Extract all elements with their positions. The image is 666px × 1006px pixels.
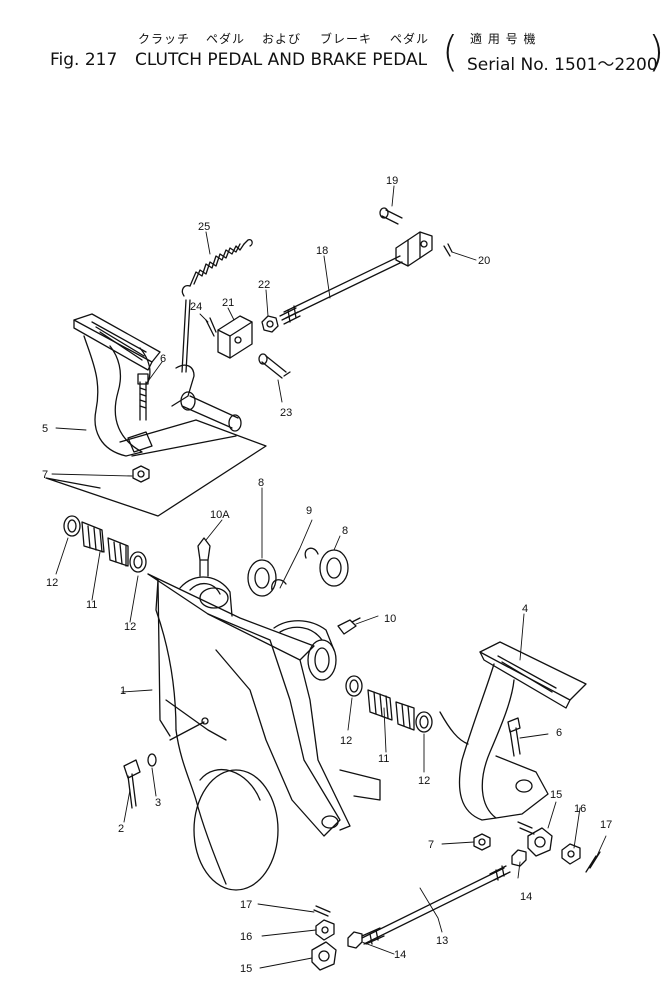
serial-range: Serial No. 1501～2200 bbox=[467, 55, 658, 75]
figure-number: Fig. 217 bbox=[50, 50, 118, 70]
close-paren: ) bbox=[648, 27, 665, 76]
callout-18: 18 bbox=[316, 245, 328, 257]
callout-6: 6 bbox=[556, 727, 562, 739]
needle-bearing bbox=[367, 689, 393, 721]
callout-21: 21 bbox=[222, 297, 234, 309]
brake-nut bbox=[473, 833, 491, 851]
callout-4: 4 bbox=[522, 603, 528, 615]
figure-title: CLUTCH PEDAL AND BRAKE PEDAL bbox=[135, 50, 428, 70]
callout-17: 17 bbox=[600, 819, 612, 831]
seal-ring bbox=[129, 551, 147, 573]
rod-end-nut bbox=[315, 843, 581, 941]
snap-ring bbox=[271, 547, 319, 591]
clutch-pedal-part bbox=[73, 313, 237, 457]
callout-12: 12 bbox=[124, 621, 136, 633]
callout-8: 8 bbox=[258, 477, 264, 489]
rod-pin bbox=[379, 207, 403, 225]
callout-10: 10 bbox=[384, 613, 396, 625]
needle-bearing bbox=[395, 701, 415, 731]
callout-19: 19 bbox=[386, 175, 398, 187]
callout-16: 16 bbox=[240, 931, 252, 943]
clutch-pedal-bracket-line bbox=[45, 419, 267, 517]
clevis-pin bbox=[258, 353, 291, 379]
callout-20: 20 bbox=[478, 255, 490, 267]
pedal-stop-bolt bbox=[507, 717, 521, 757]
needle-bearing bbox=[81, 521, 105, 553]
callout-16: 16 bbox=[574, 803, 586, 815]
clutch-pedal-shaft bbox=[180, 391, 242, 432]
lock-washer bbox=[147, 753, 157, 767]
rod-end-joint bbox=[311, 827, 553, 971]
return-spring bbox=[181, 238, 253, 373]
bracket-bolt bbox=[123, 759, 141, 809]
callout-15: 15 bbox=[550, 789, 562, 801]
jp-title-part: ペダル bbox=[390, 32, 430, 46]
callout-23: 23 bbox=[280, 407, 292, 419]
jp-title-part: クラッチ bbox=[138, 32, 191, 46]
callout-11: 11 bbox=[86, 599, 97, 611]
lock-nut bbox=[261, 315, 279, 333]
spring-clip bbox=[313, 851, 601, 917]
open-paren: ( bbox=[442, 27, 459, 76]
callout-11: 11 bbox=[378, 753, 389, 765]
thrust-washer bbox=[247, 559, 277, 597]
rod-nut bbox=[347, 849, 527, 949]
callout-12: 12 bbox=[418, 775, 430, 787]
jp-serial-label: 適 用 号 機 bbox=[470, 32, 537, 46]
jp-title-part: ブレーキ bbox=[320, 32, 373, 46]
callout-labels: 1 2 3 4 5 6 6 7 7 8 8 9 10A 10 11 11 12 … bbox=[42, 175, 612, 975]
thrust-washer bbox=[319, 549, 349, 587]
callout-3: 3 bbox=[155, 797, 161, 809]
brake-rod bbox=[361, 865, 511, 945]
cotter-pin bbox=[205, 317, 217, 337]
jp-title-part: および bbox=[262, 32, 302, 46]
seal-ring bbox=[345, 675, 363, 697]
callout-25: 25 bbox=[198, 221, 210, 233]
callout-12: 12 bbox=[46, 577, 58, 589]
main-bracket bbox=[147, 573, 381, 891]
callout-14: 14 bbox=[394, 949, 406, 961]
grease-fitting bbox=[337, 617, 361, 635]
pedal-stop-bolt bbox=[127, 373, 153, 453]
grease-fitting bbox=[197, 537, 211, 577]
brake-pedal-part bbox=[439, 641, 587, 821]
callout-13: 13 bbox=[436, 935, 448, 947]
callout-9: 9 bbox=[306, 505, 312, 517]
callout-8: 8 bbox=[342, 525, 348, 537]
callout-10a: 10A bbox=[210, 509, 230, 521]
callout-2: 2 bbox=[118, 823, 124, 835]
clutch-rod bbox=[279, 231, 433, 325]
clutch-nut bbox=[132, 465, 150, 483]
figure-header: クラッチ ペダル および ブレーキ ペダル 適 用 号 機 Fig. 217 C… bbox=[50, 27, 664, 80]
rod-cotter-pin bbox=[443, 243, 453, 257]
callout-12: 12 bbox=[340, 735, 352, 747]
callout-1: 1 bbox=[120, 685, 126, 697]
bracket-wire bbox=[169, 717, 209, 741]
callout-17: 17 bbox=[240, 899, 252, 911]
seal-ring bbox=[63, 515, 81, 537]
clevis bbox=[217, 315, 253, 359]
brake-pin bbox=[517, 821, 535, 835]
callout-22: 22 bbox=[258, 279, 270, 291]
callout-15: 15 bbox=[240, 963, 252, 975]
jp-title-part: ペダル bbox=[206, 32, 246, 46]
seal-ring bbox=[415, 711, 433, 733]
leader-lines bbox=[51, 185, 607, 969]
callout-5: 5 bbox=[42, 423, 48, 435]
callout-14: 14 bbox=[520, 891, 532, 903]
needle-bearing bbox=[107, 537, 129, 567]
callout-7: 7 bbox=[428, 839, 434, 851]
callout-24: 24 bbox=[190, 301, 202, 313]
callout-7: 7 bbox=[42, 469, 48, 481]
callout-6: 6 bbox=[160, 353, 166, 365]
